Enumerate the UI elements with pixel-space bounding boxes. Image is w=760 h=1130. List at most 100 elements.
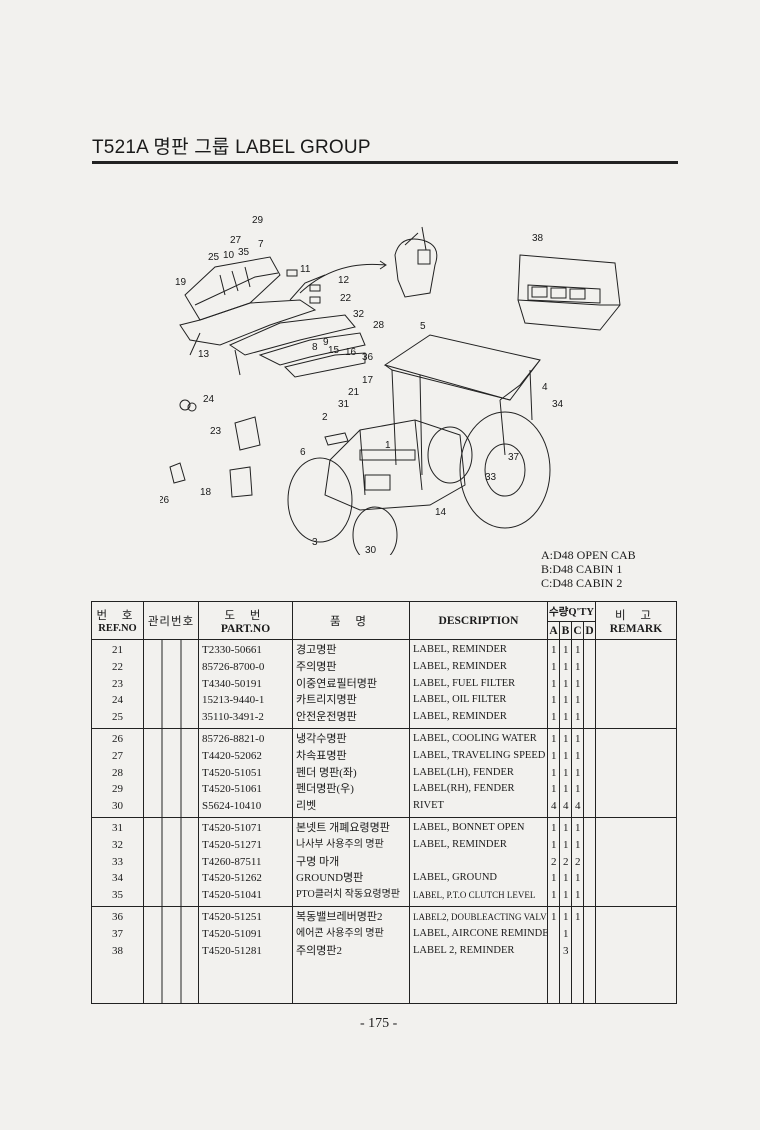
cell-ref: 30 (91, 798, 144, 818)
page-number: - 175 - (360, 1016, 398, 1031)
header-ref: 번 호 REF.NO (91, 601, 144, 640)
cell-b: 1 (559, 887, 572, 907)
cell-name: 나사부 사용주의 명판 (292, 836, 410, 854)
cell-ref: 27 (91, 747, 144, 765)
cell-a: 2 (547, 853, 560, 871)
cell-desc: LABEL(LH), FENDER (409, 764, 548, 782)
cell-ref: 35 (91, 887, 144, 907)
cell-name: 카트리지명판 (292, 692, 410, 710)
svg-text:25: 25 (208, 252, 220, 263)
cell-empty (292, 959, 410, 1005)
cell-name: 구명 마개 (292, 853, 410, 871)
cell-empty (409, 959, 548, 1005)
cell-a: 1 (547, 870, 560, 888)
cell-d (583, 709, 596, 729)
cell-c: 1 (571, 781, 584, 799)
cell-ref: 24 (91, 692, 144, 710)
cell-desc (409, 853, 548, 871)
cell-name: 복동밸브레버명판2 (292, 906, 410, 926)
cell-b: 4 (559, 798, 572, 818)
cell-part: T4520-51071 (198, 817, 293, 837)
cell-b: 1 (559, 747, 572, 765)
cell-ref: 34 (91, 870, 144, 888)
cell-d (583, 942, 596, 960)
cell-desc: LABEL, FUEL FILTER (409, 675, 548, 693)
cell-c: 1 (571, 887, 584, 907)
svg-text:34: 34 (552, 399, 564, 410)
cell-desc: RIVET (409, 798, 548, 818)
cell-empty (198, 959, 293, 1005)
cell-remark (595, 709, 677, 729)
cell-d (583, 781, 596, 799)
cell-desc: LABEL, REMINDER (409, 709, 548, 729)
header-part: 도 번 PART.NO (198, 601, 293, 640)
cell-desc: LABEL, P.T.O CLUTCH LEVEL (409, 887, 548, 907)
cell-a: 1 (547, 728, 560, 748)
cell-a: 1 (547, 747, 560, 765)
cell-d (583, 925, 596, 943)
cell-desc: LABEL 2, REMINDER (409, 942, 548, 960)
cell-name: GROUND명판 (292, 870, 410, 888)
cell-admin (143, 675, 199, 693)
cell-remark (595, 817, 677, 837)
cell-desc: LABEL, COOLING WATER (409, 728, 548, 748)
cell-admin (143, 658, 199, 676)
cell-part: T4260-87511 (198, 853, 293, 871)
cell-c: 1 (571, 675, 584, 693)
svg-text:10: 10 (223, 250, 235, 261)
svg-text:18: 18 (200, 487, 212, 498)
cell-part: 35110-3491-2 (198, 709, 293, 729)
cell-c (571, 942, 584, 960)
cell-a: 1 (547, 764, 560, 782)
cell-name: 펜더 명판(좌) (292, 764, 410, 782)
cell-part: T4520-51051 (198, 764, 293, 782)
cell-d (583, 639, 596, 659)
cell-ref: 23 (91, 675, 144, 693)
cell-remark (595, 728, 677, 748)
cell-name: 주의명판 (292, 658, 410, 676)
cell-name: PTO클러치 작동요령명판 (292, 887, 410, 907)
cell-c: 1 (571, 817, 584, 837)
cell-d (583, 692, 596, 710)
cell-admin (143, 728, 199, 748)
cell-a: 4 (547, 798, 560, 818)
cell-admin (143, 764, 199, 782)
cell-a: 1 (547, 675, 560, 693)
cell-name: 주의명판2 (292, 942, 410, 960)
cell-admin (143, 817, 199, 837)
page-title: T521A 명판 그룹 LABEL GROUP (92, 137, 371, 158)
cell-b: 1 (559, 658, 572, 676)
cell-ref: 33 (91, 853, 144, 871)
cell-ref: 26 (91, 728, 144, 748)
cell-remark (595, 906, 677, 926)
cell-admin (143, 942, 199, 960)
cell-name: 차속표명판 (292, 747, 410, 765)
header-qty-b: B (559, 621, 572, 640)
svg-text:21: 21 (348, 387, 360, 398)
cell-name: 경고명판 (292, 639, 410, 659)
variant-c: C:D48 CABIN 2 (541, 576, 623, 590)
cell-c: 1 (571, 764, 584, 782)
svg-text:2: 2 (322, 412, 328, 423)
cell-desc: LABEL, OIL FILTER (409, 692, 548, 710)
cell-remark (595, 764, 677, 782)
cell-d (583, 658, 596, 676)
header-qty-d: D (583, 621, 596, 640)
cell-admin (143, 747, 199, 765)
cell-ref: 32 (91, 836, 144, 854)
cell-name: 이중연료필터명판 (292, 675, 410, 693)
cell-remark (595, 836, 677, 854)
cell-part: 15213-9440-1 (198, 692, 293, 710)
cell-c: 4 (571, 798, 584, 818)
cell-ref: 37 (91, 925, 144, 943)
cell-b: 1 (559, 709, 572, 729)
